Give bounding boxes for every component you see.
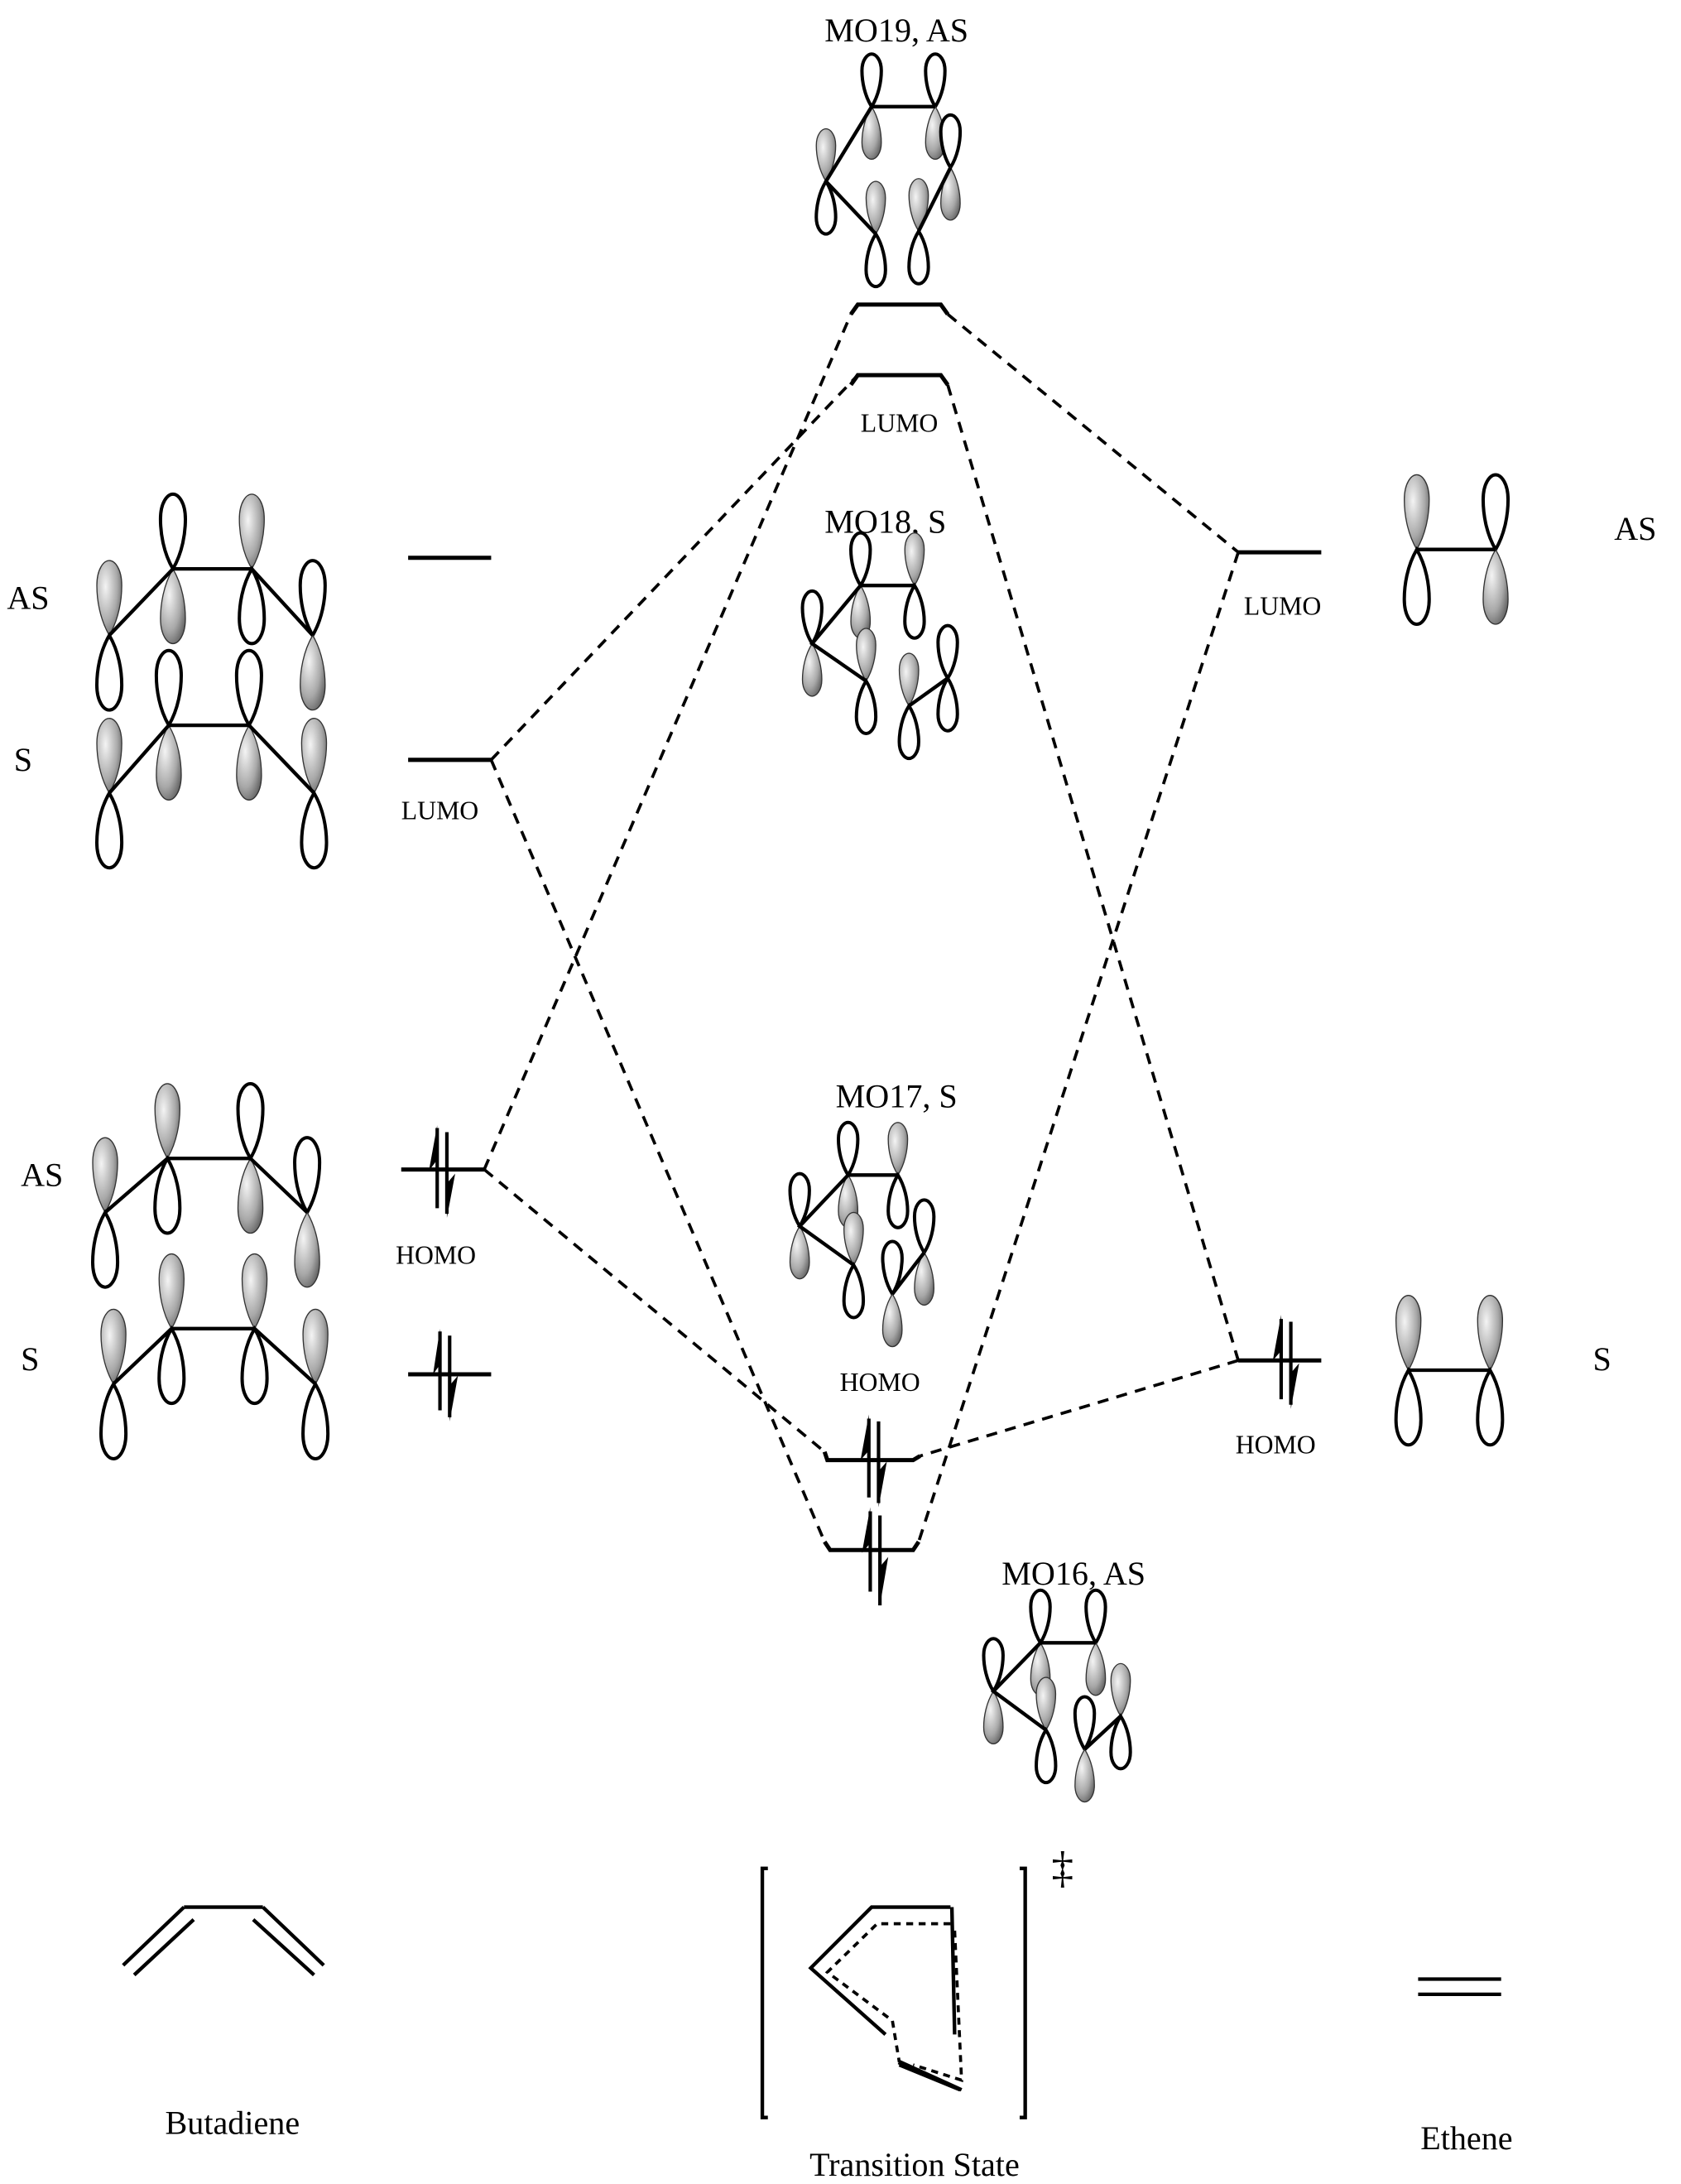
ethene-orbital-drawing [1396,1294,1503,1446]
orbital-name: MO18, S [824,503,946,541]
ts-orbital-drawing [790,1123,934,1348]
ts-orbital-mo19: MO19, AS [816,12,968,316]
ts-orbital-mo18: LUMO MO18, S [803,373,958,758]
energy-level [848,373,950,387]
energy-level [822,1450,921,1463]
ethene-structure: Ethene [1418,1977,1513,2157]
butadiene-orbital-drawing [97,494,325,710]
ts-orbital-drawing [816,54,960,286]
transition-state-structure: ‡ Transition State [760,1842,1073,2183]
correlation-line [483,313,853,1171]
symmetry-label: S [14,741,32,778]
homo-label: HOMO [396,1240,476,1269]
ts-orbital-mo17: MO17, S HOMO [790,1077,958,1508]
ethene-orbital-s-homo: HOMO S [1236,1294,1611,1459]
correlation-line [946,384,1240,1361]
symmetry-label: AS [21,1157,63,1194]
correlation-line [489,759,826,1542]
orbital-name: MO16, AS [1001,1555,1145,1592]
lumo-label: LUMO [861,409,938,438]
electron-pair-icon [862,1507,889,1606]
correlation-lines [483,313,1240,1542]
butadiene-orbital-drawing [93,1084,319,1287]
ethene-orbital-as-lumo: LUMO AS [1238,474,1656,624]
lumo-label: LUMO [1244,591,1321,620]
ts-orbital-drawing [803,533,958,758]
ethene-column: LUMO AS HOMO [1236,474,1656,1459]
correlation-line [920,1359,1239,1458]
butadiene-orbital-drawing [97,651,326,868]
butadiene-orbital-s-lumo: S LUMO [14,651,492,868]
correlation-line [917,551,1240,1542]
ts-orbital-mo16: MO16, AS [823,1507,1145,1803]
correlation-line [490,373,859,762]
symmetry-label: AS [7,580,49,617]
electron-pair-icon [860,1414,887,1508]
correlation-line [946,313,1240,554]
symmetry-label: S [21,1340,39,1378]
butadiene-orbital-as-upper: AS [7,494,492,710]
transition-state-label: Transition State [809,2146,1020,2183]
orbital-name: MO19, AS [824,12,968,49]
orbital-name: MO17, S [836,1077,958,1114]
lumo-label: LUMO [401,796,478,825]
butadiene-structure: Butadiene [122,1905,325,2142]
ethene-label: Ethene [1420,2119,1512,2157]
correlation-line [483,1168,826,1454]
symmetry-label: S [1593,1340,1611,1378]
butadiene-label: Butadiene [166,2105,300,2142]
energy-level [848,302,950,316]
symmetry-label: AS [1614,510,1656,547]
ts-orbital-drawing [984,1590,1131,1803]
double-dagger-symbol: ‡ [1051,1842,1073,1892]
homo-label: HOMO [840,1368,920,1397]
butadiene-column: AS S [7,494,492,1459]
ethene-orbital-drawing [1405,474,1508,624]
transition-state-column: MO19, AS LUMO MO18 [790,12,1145,1803]
homo-label: HOMO [1236,1430,1316,1459]
butadiene-orbital-s-lower: S [21,1253,492,1459]
butadiene-orbital-drawing [101,1253,328,1459]
